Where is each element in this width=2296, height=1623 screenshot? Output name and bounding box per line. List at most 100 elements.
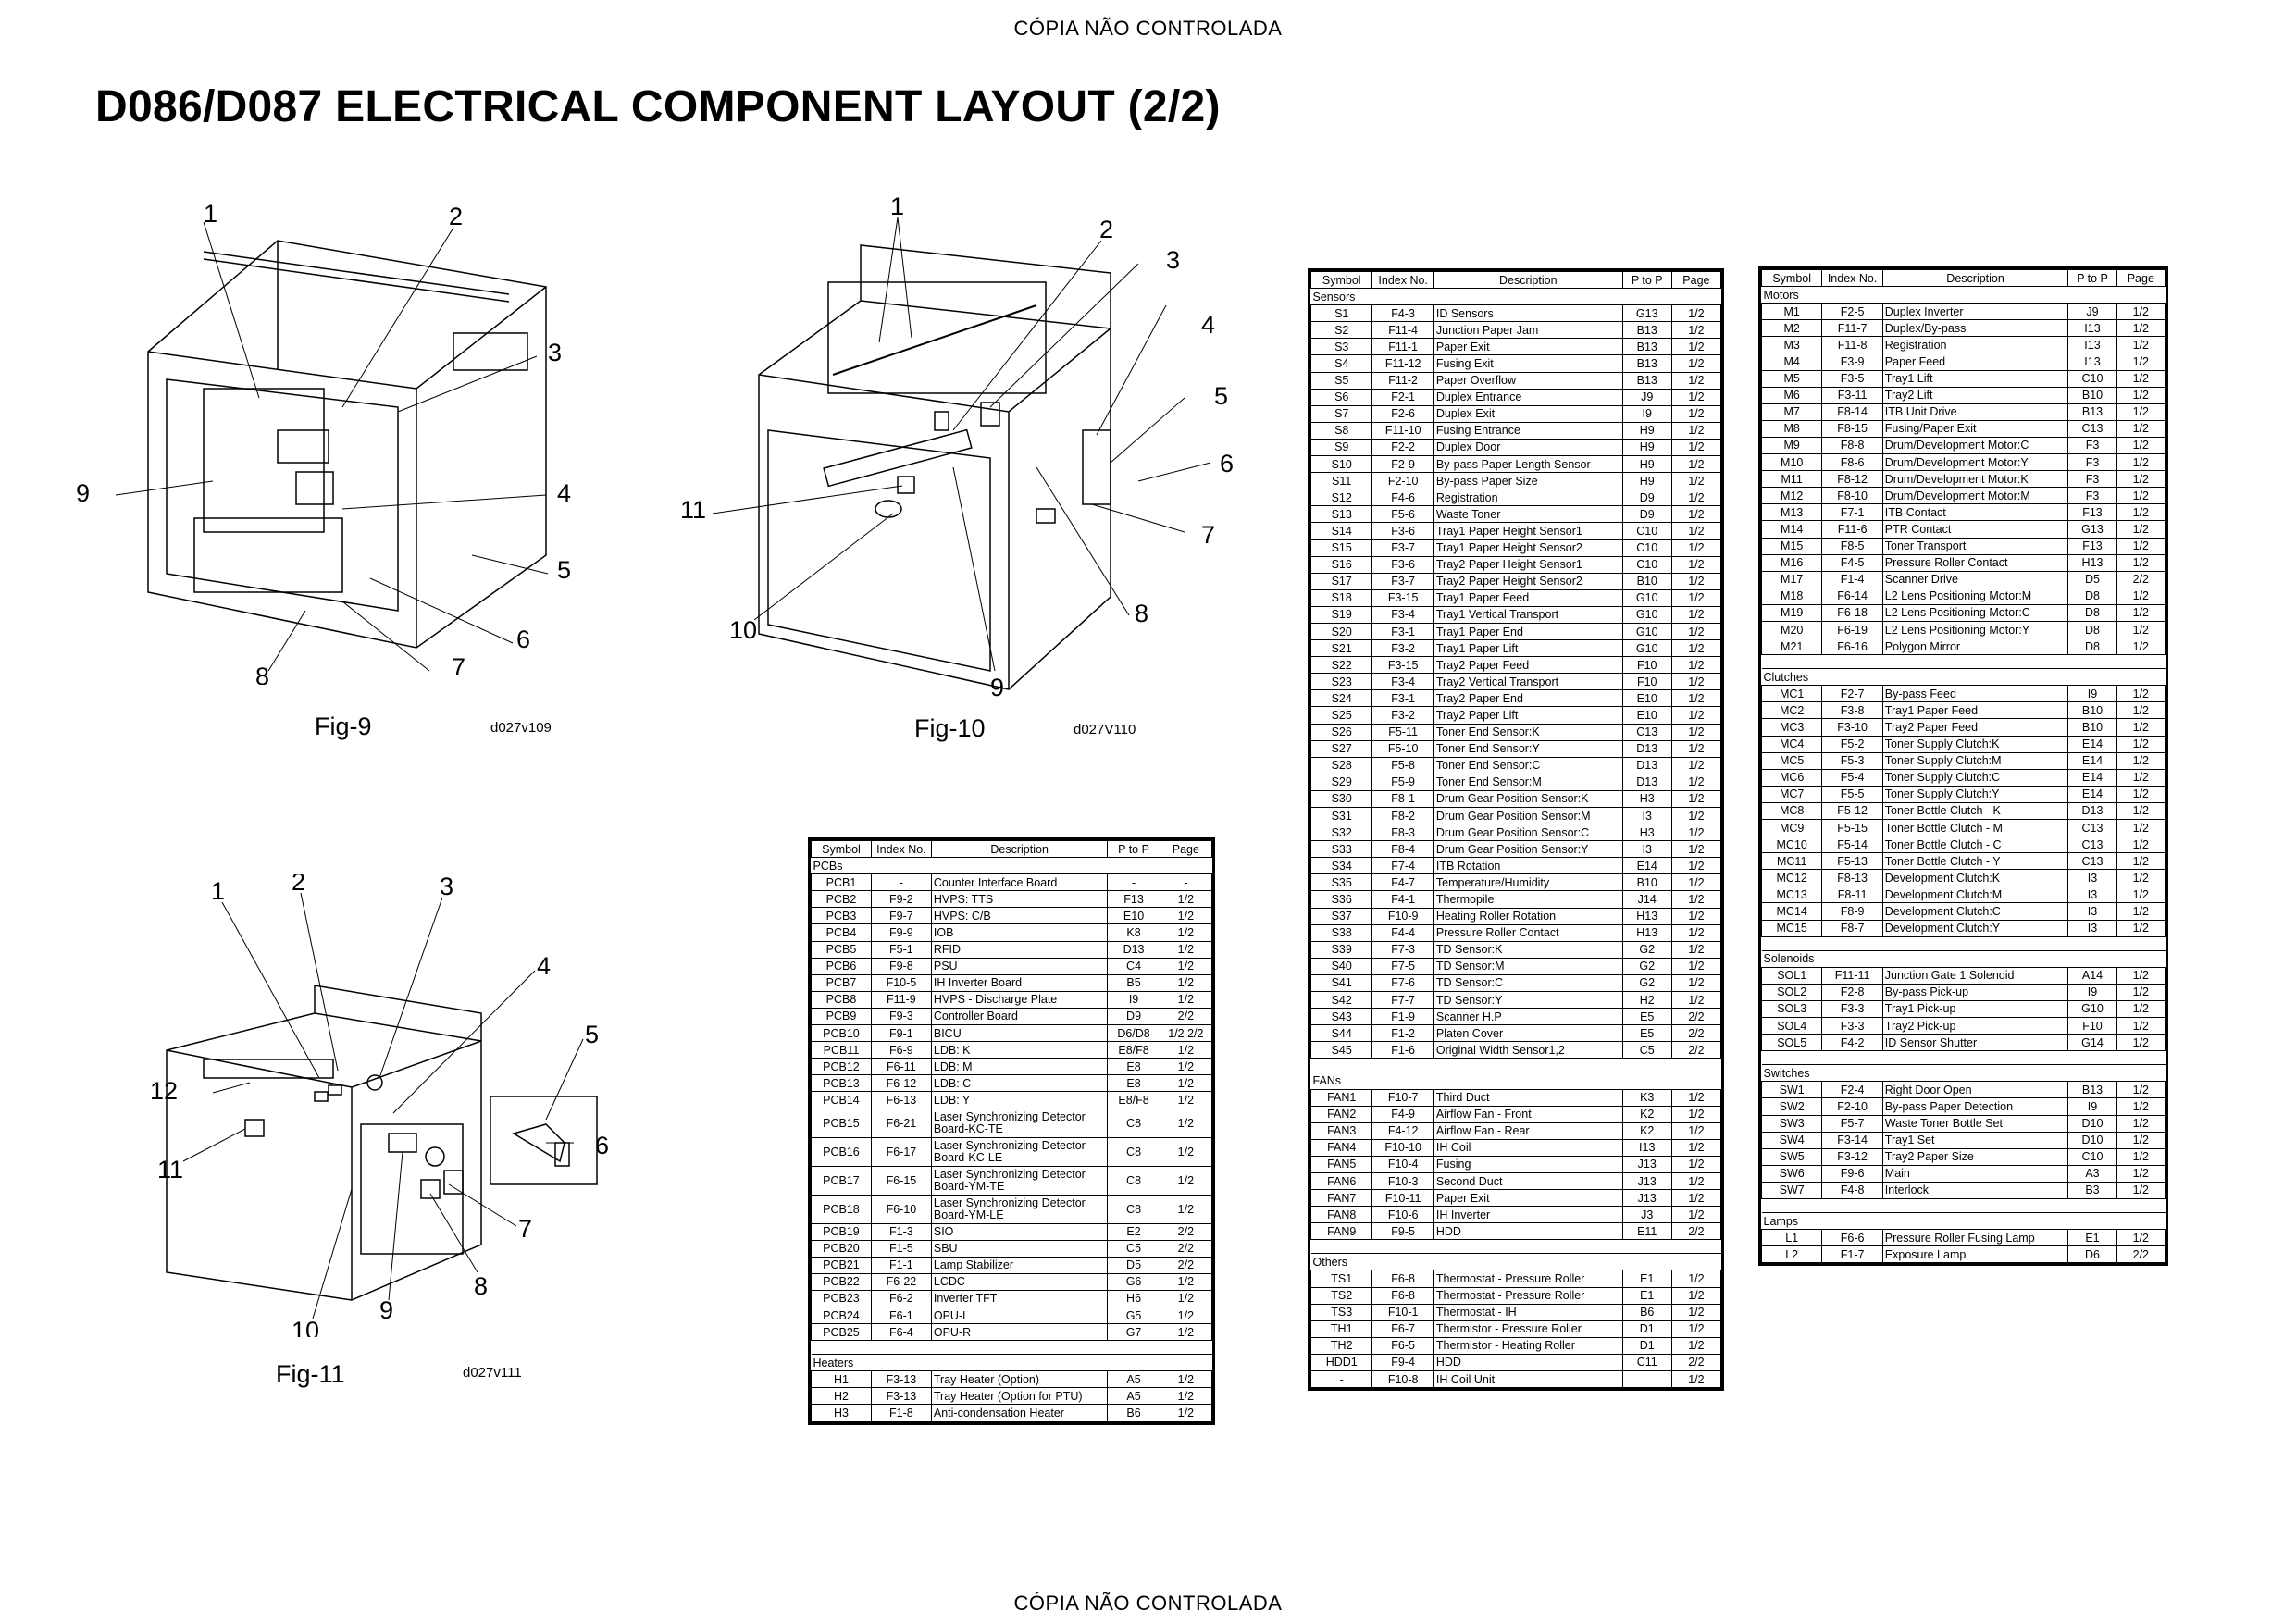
ptop-cell: E1 bbox=[1621, 1270, 1672, 1288]
index-cell: F6-14 bbox=[1821, 587, 1883, 605]
index-cell: F6-6 bbox=[1821, 1229, 1883, 1247]
page-cell: 1/2 bbox=[1670, 588, 1722, 607]
header-text: CÓPIA NÃO CONTROLADA bbox=[1013, 17, 1283, 40]
page-cell: 2/2 bbox=[1670, 1222, 1722, 1241]
index-cell: F6-8 bbox=[1371, 1286, 1434, 1305]
description-cell: BICU bbox=[930, 1024, 1109, 1043]
ptop-cell: B6 bbox=[1621, 1303, 1672, 1321]
ptop-cell: F13 bbox=[2067, 537, 2117, 555]
symbol-cell: H3 bbox=[811, 1404, 872, 1422]
symbol-cell: S45 bbox=[1309, 1041, 1373, 1059]
figure-9: 1 2 3 4 5 6 7 8 9 bbox=[65, 204, 620, 685]
page-cell: 1/2 bbox=[1159, 1136, 1213, 1167]
ptop-cell: G10 bbox=[1621, 639, 1672, 658]
description-cell: Toner Supply Clutch:M bbox=[1881, 751, 2069, 770]
index-cell: F4-2 bbox=[1821, 1034, 1883, 1052]
index-cell: F3-2 bbox=[1371, 706, 1434, 725]
description-cell: Tray1 Pick-up bbox=[1881, 999, 2069, 1019]
ptop-cell: E1 bbox=[2067, 1229, 2117, 1247]
page-cell: 2/2 bbox=[1670, 1041, 1722, 1059]
description-cell: Thermistor - Pressure Roller bbox=[1433, 1319, 1623, 1338]
index-cell: F7-5 bbox=[1371, 957, 1434, 975]
page-cell: 1/2 bbox=[1159, 1041, 1213, 1059]
symbol-cell: MC11 bbox=[1760, 852, 1823, 871]
section-header-row: Motors bbox=[1761, 286, 2166, 304]
ptop-cell: I13 bbox=[1621, 1138, 1672, 1157]
index-cell: F2-2 bbox=[1371, 438, 1434, 457]
fig10-callout: 11 bbox=[680, 496, 706, 524]
index-cell: F7-1 bbox=[1821, 503, 1883, 522]
symbol-cell: M16 bbox=[1760, 553, 1823, 572]
symbol-cell: TH2 bbox=[1309, 1336, 1373, 1355]
fig11-callout: 11 bbox=[157, 1156, 183, 1183]
index-cell: F9-2 bbox=[870, 890, 932, 909]
symbol-cell: PCB14 bbox=[811, 1091, 872, 1109]
index-cell: F1-8 bbox=[870, 1404, 932, 1422]
description-cell: Drum/Development Motor:K bbox=[1881, 470, 2069, 489]
page-cell: 1/2 bbox=[1670, 673, 1722, 691]
section-title: Sensors bbox=[1310, 288, 1721, 306]
ptop-cell: I9 bbox=[2067, 1097, 2117, 1116]
index-cell: F2-10 bbox=[1821, 1097, 1883, 1116]
index-cell: F1-1 bbox=[870, 1256, 932, 1274]
ptop-cell: E8/F8 bbox=[1107, 1091, 1160, 1109]
description-cell: Toner Bottle Clutch - K bbox=[1881, 801, 2069, 821]
index-cell: F8-15 bbox=[1821, 419, 1883, 438]
section-title: FANs bbox=[1310, 1072, 1721, 1090]
ptop-cell: A5 bbox=[1107, 1370, 1160, 1389]
ptop-cell: F3 bbox=[2067, 487, 2117, 505]
symbol-cell: FAN3 bbox=[1309, 1121, 1373, 1140]
symbol-cell: MC2 bbox=[1760, 701, 1823, 720]
symbol-cell: MC10 bbox=[1760, 836, 1823, 854]
description-cell: Junction Gate 1 Solenoid bbox=[1881, 966, 2069, 985]
ptop-cell: J13 bbox=[1621, 1189, 1672, 1208]
description-cell: L2 Lens Positioning Motor:Y bbox=[1881, 620, 2069, 639]
page-cell: 1/2 bbox=[1670, 371, 1722, 390]
description-cell: Pressure Roller Contact bbox=[1433, 923, 1623, 942]
symbol-cell: S28 bbox=[1309, 756, 1373, 774]
index-cell: F5-3 bbox=[1821, 751, 1883, 770]
ptop-cell: B10 bbox=[1621, 873, 1672, 892]
index-cell: F10-9 bbox=[1371, 907, 1434, 925]
index-cell: F8-7 bbox=[1821, 919, 1883, 937]
page-cell: 1/2 bbox=[1670, 404, 1722, 423]
page-cell: 1/2 bbox=[1670, 489, 1722, 507]
ptop-cell: G10 bbox=[1621, 588, 1672, 607]
page-cell: 1/2 bbox=[2116, 919, 2166, 937]
description-cell: HVPS: C/B bbox=[930, 907, 1109, 925]
index-cell: F5-13 bbox=[1821, 852, 1883, 871]
symbol-cell: S3 bbox=[1309, 338, 1373, 356]
ptop-cell: C5 bbox=[1107, 1239, 1160, 1258]
symbol-cell: SW5 bbox=[1760, 1147, 1823, 1166]
description-cell: ITB Rotation bbox=[1433, 857, 1623, 875]
fig9-illustration: 1 2 3 4 5 6 7 8 9 bbox=[76, 204, 571, 685]
ptop-cell: C13 bbox=[1621, 723, 1672, 741]
symbol-cell: M6 bbox=[1760, 386, 1823, 404]
index-cell: F10-11 bbox=[1371, 1189, 1434, 1208]
ptop-cell: I9 bbox=[2067, 983, 2117, 1001]
description-cell: Interlock bbox=[1881, 1181, 2069, 1199]
page-cell: 1/2 bbox=[2116, 1131, 2166, 1149]
ptop-cell: B13 bbox=[1621, 371, 1672, 390]
page-cell: 1/2 bbox=[1159, 1108, 1213, 1138]
description-cell: TD Sensor:C bbox=[1433, 973, 1623, 993]
